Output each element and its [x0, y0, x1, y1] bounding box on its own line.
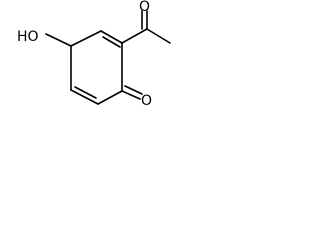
chemical-structure: HO O O	[17, 0, 171, 109]
bond-cacyl-ch3	[146, 28, 171, 44]
bond-c5-c6-inner	[74, 86, 97, 99]
bond-c3-cacyl	[121, 28, 148, 44]
acetyl-oxygen-label: O	[139, 0, 150, 15]
bond-c1-oh	[45, 33, 72, 47]
bond-c4-o-inner	[124, 85, 143, 95]
hydroxyl-label: HO	[17, 29, 39, 45]
bond-c4-o	[121, 90, 141, 100]
bond-c2-c3	[100, 30, 123, 44]
bond-c1-c2	[70, 30, 102, 47]
ketone-oxygen-label: O	[141, 93, 152, 109]
bond-c2-c3-inner	[102, 36, 121, 48]
bond-c4-c5	[97, 90, 123, 105]
bond-c5-c6	[70, 89, 99, 105]
